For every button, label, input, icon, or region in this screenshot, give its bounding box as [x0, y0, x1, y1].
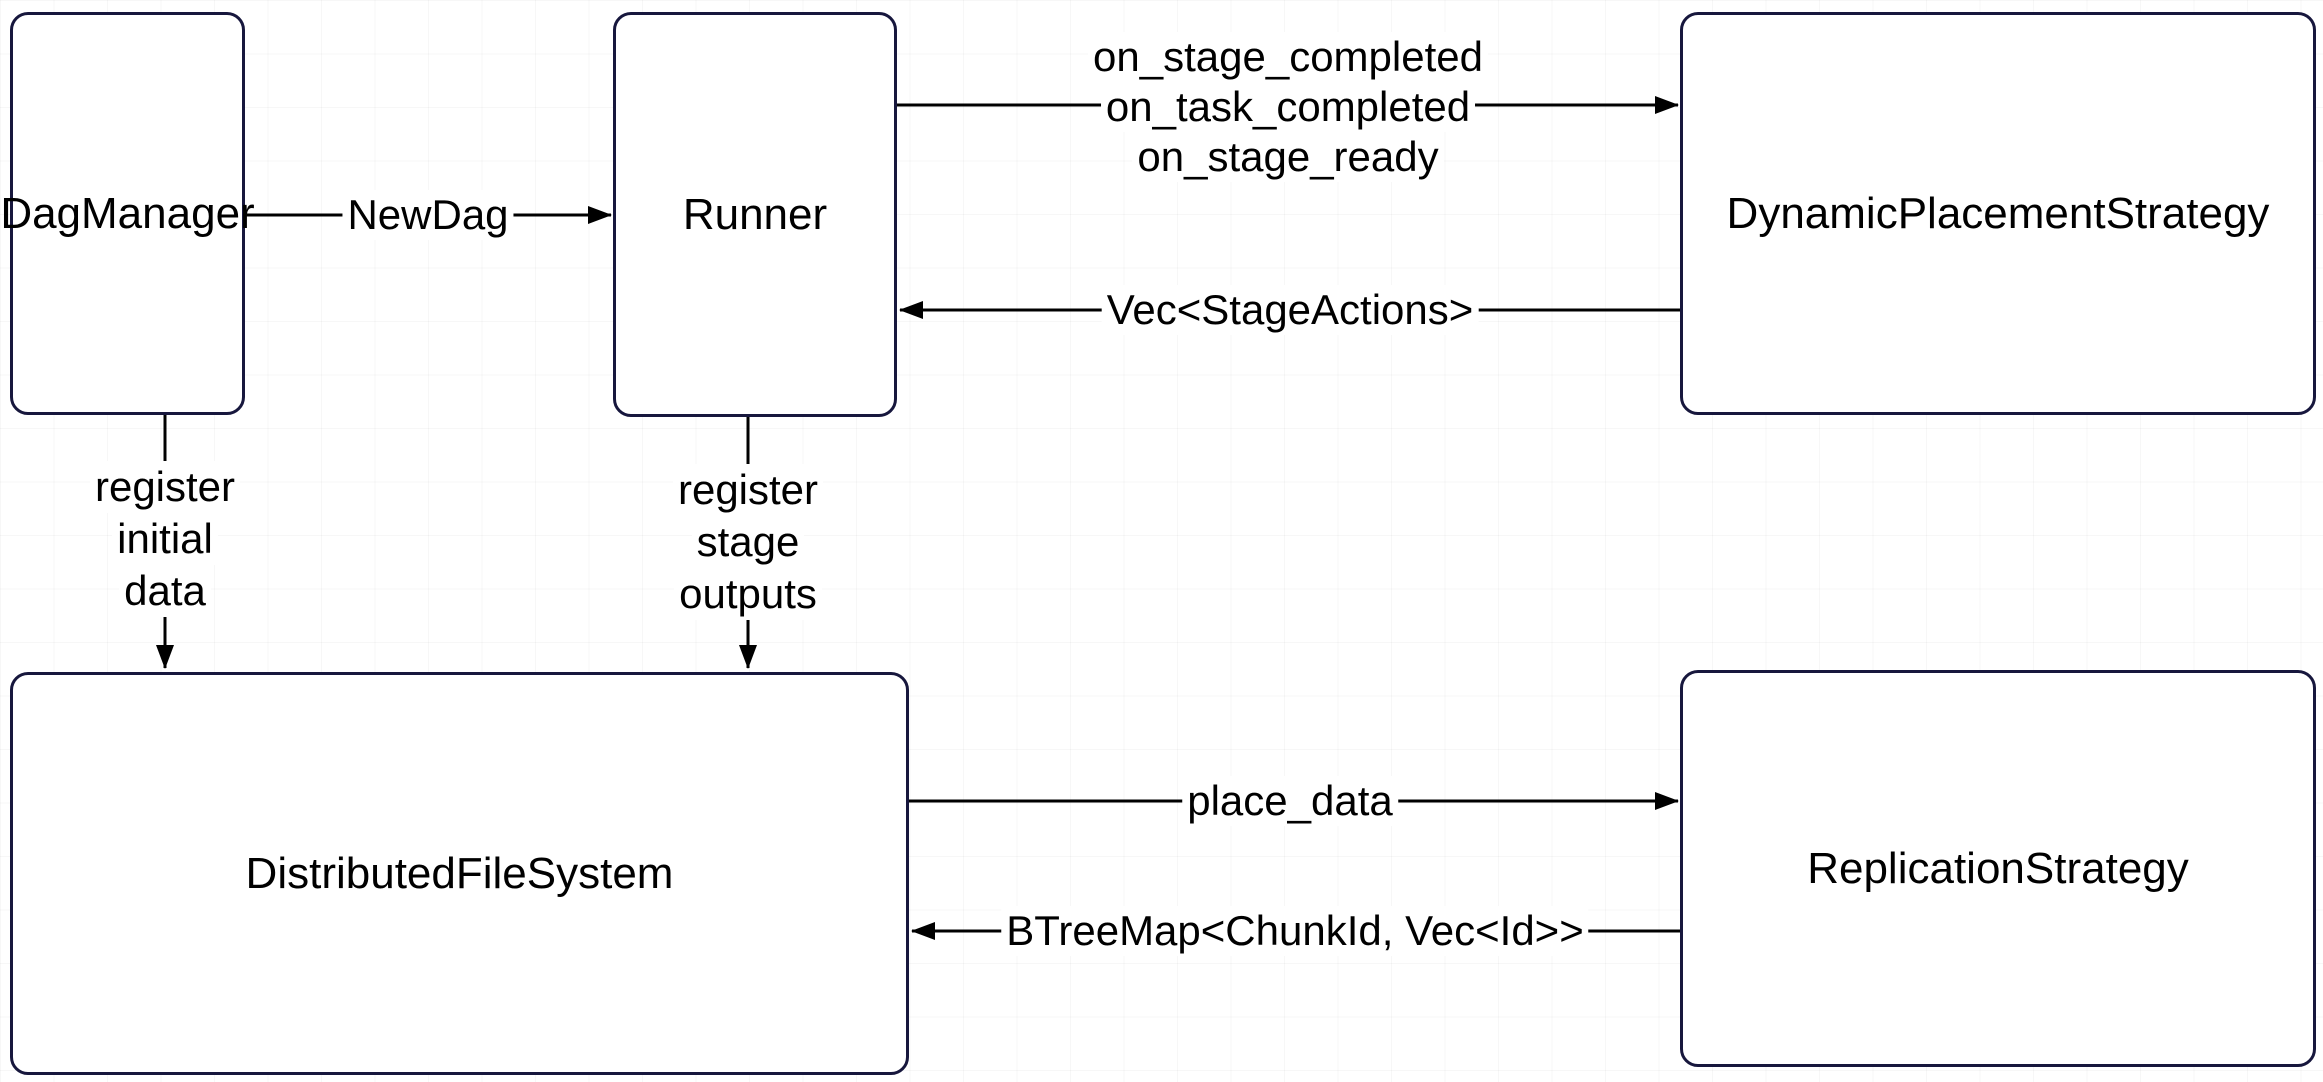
node-distributed-file-system-label: DistributedFileSystem: [245, 848, 674, 898]
edge-label-runner-to-dynamic-placement: on_stage_completed on_task_completed on_…: [1088, 32, 1488, 182]
node-dynamic-placement-strategy-label: DynamicPlacementStrategy: [1726, 188, 2270, 238]
node-runner: Runner: [613, 12, 897, 417]
node-distributed-file-system: DistributedFileSystem: [10, 672, 909, 1075]
node-replication-strategy-label: ReplicationStrategy: [1807, 843, 2189, 893]
edge-label-new-dag: NewDag: [342, 190, 514, 240]
edge-label-vec-stage-actions: Vec<StageActions>: [1101, 285, 1479, 335]
node-dynamic-placement-strategy: DynamicPlacementStrategy: [1680, 12, 2316, 415]
edge-label-btreemap: BTreeMap<ChunkId, Vec<Id>>: [1001, 906, 1589, 956]
edge-label-register-initial-data: register initial data: [89, 461, 241, 617]
node-runner-label: Runner: [682, 189, 828, 239]
node-replication-strategy: ReplicationStrategy: [1680, 670, 2316, 1067]
node-dag-manager-label: DagManager: [0, 188, 255, 238]
node-dag-manager: DagManager: [0, 12, 255, 415]
edge-label-place-data: place_data: [1182, 776, 1398, 826]
edge-label-register-stage-outputs: register stage outputs: [672, 464, 824, 620]
